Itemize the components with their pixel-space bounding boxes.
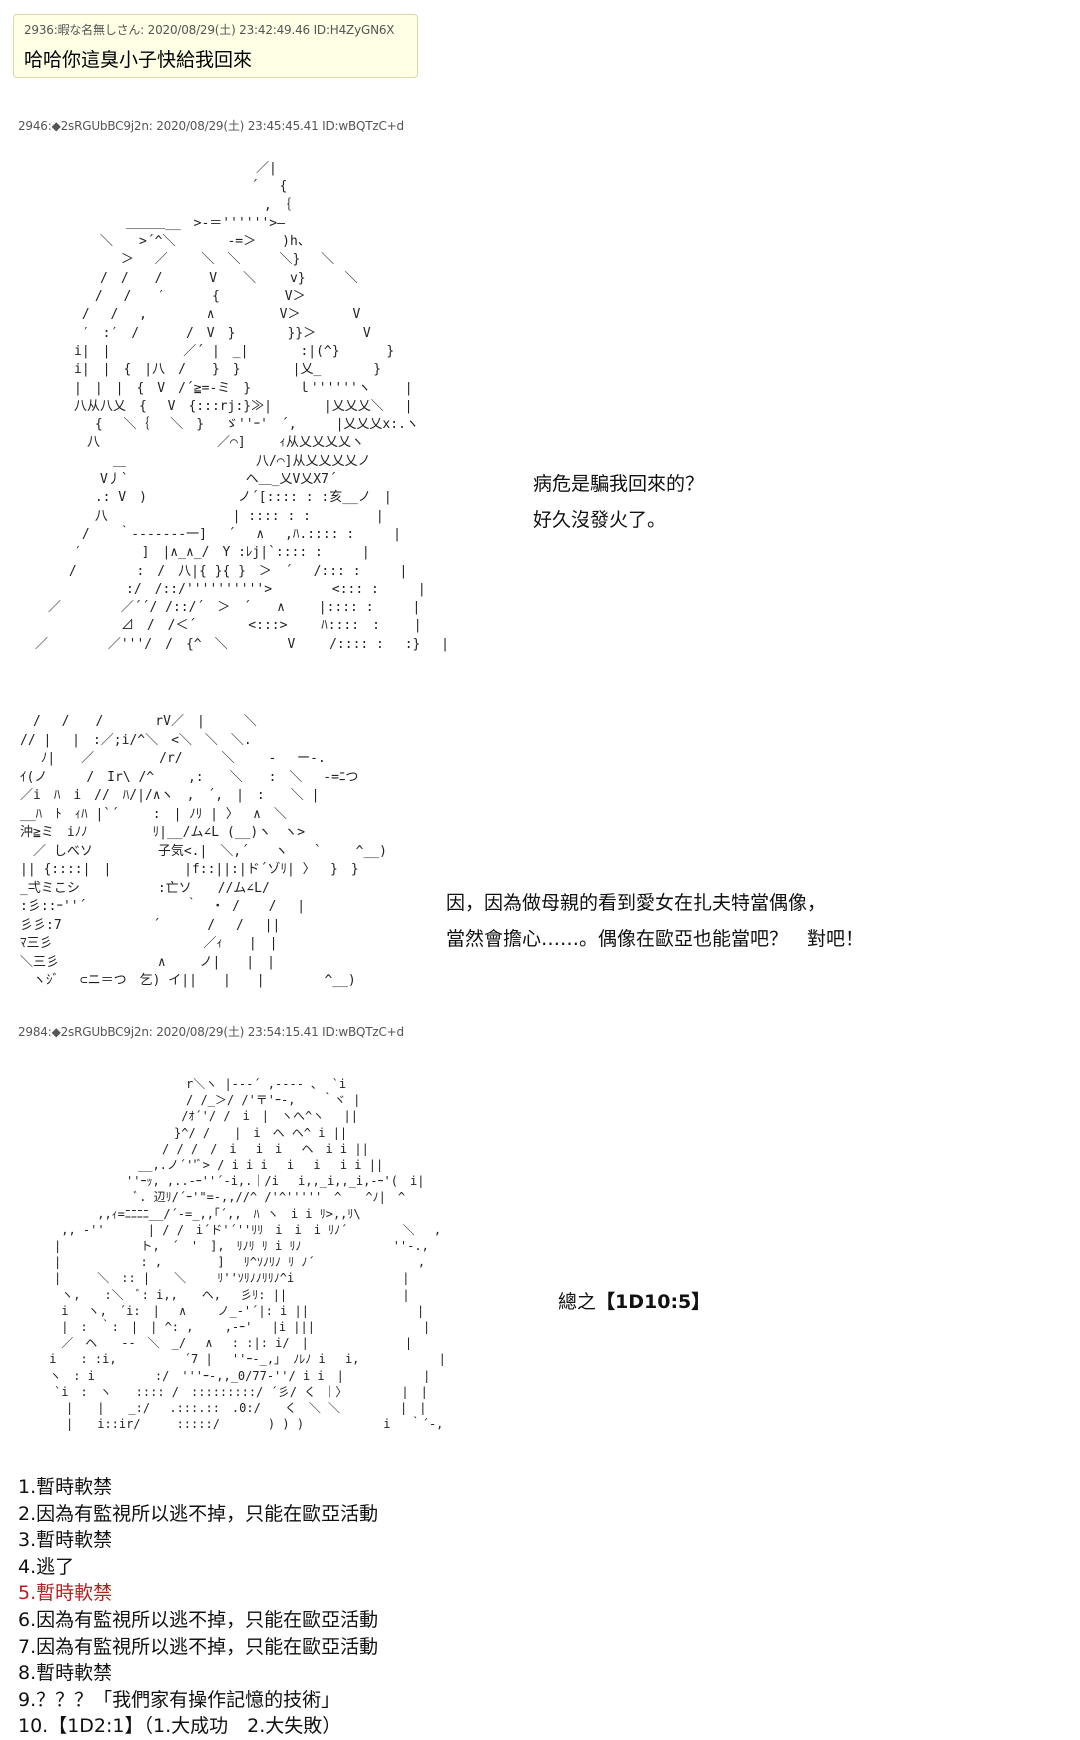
dialog-line: 病危是騙我回來的？ — [533, 473, 705, 495]
choice-item: 1.暫時軟禁 — [18, 1476, 113, 1498]
dialog-prefix: 總之 — [558, 1291, 597, 1313]
choice-item: 10.【1D2:1】（1.大成功 2.大失敗） — [18, 1715, 342, 1738]
choice-item: 3.暫時軟禁 — [18, 1529, 113, 1552]
dice-roll: 【1D10:5】 — [596, 1291, 711, 1313]
choice-item: 8.暫時軟禁 — [18, 1662, 113, 1685]
ascii-art-bottom: { ＼｛ ＼ } ゞ''ｰ' ´, |乂乂乂x:.ヽ 八 ／⌒] ｨ从乂乂乂乂ヽ… — [35, 417, 450, 652]
dialog-line: 因，因為做母親的看到愛女在扎夫特當偶像， — [446, 892, 827, 914]
ascii-art-character-3: r＼ヽ |--‐´ ,---- ､ `i / /_＞/ /'〒'ｰ-, ｀ヾ |… — [49, 1077, 446, 1432]
dialog-1: 病危是騙我回來的？ 好久沒發火了。 — [533, 466, 704, 538]
choice-item: 2.因為有監視所以逃不掉，只能在歐亞活動 — [18, 1502, 379, 1525]
dialog-3: 總之【1D10:5】 — [558, 1284, 710, 1320]
choice-item: 6.因為有監視所以逃不掉，只能在歐亞活動 — [18, 1608, 379, 1631]
post-meta-2946: 2946:◆2sRGUbBC9j2n: 2020/08/29(土) 23:45:… — [18, 119, 404, 133]
dialog-line: 好久沒發火了。 — [533, 509, 667, 531]
choice-item-selected: 5.暫時軟禁 — [18, 1582, 113, 1605]
reply-quote-box: 2936:暇な名無しさん: 2020/08/29(土) 23:42:49.46 … — [13, 14, 418, 78]
dialog-line: 當然會擔心……。偶像在歐亞也能當吧？ 對吧！ — [446, 928, 865, 950]
reply-text: 哈哈你這臭小子快給我回來 — [24, 49, 253, 71]
post-meta-2984: 2984:◆2sRGUbBC9j2n: 2020/08/29(土) 23:54:… — [18, 1025, 404, 1039]
choice-item: 9.？？？「我們家有操作記憶的技術」 — [18, 1688, 341, 1711]
dialog-2: 因，因為做母親的看到愛女在扎夫特當偶像， 當然會擔心……。偶像在歐亞也能當吧？ … — [446, 885, 864, 957]
reply-meta: 2936:暇な名無しさん: 2020/08/29(土) 23:42:49.46 … — [24, 23, 395, 37]
ascii-art-top: ／| ´ { , ｛ ＿＿＿__ >-＝''''''>― ＼ >´^＼ -=＞ … — [74, 161, 413, 414]
ascii-art-character-1: ／| ´ { , ｛ ＿＿＿__ >-＝''''''>― ＼ >´^＼ -=＞ … — [22, 160, 449, 654]
choice-item: 4.逃了 — [18, 1555, 75, 1578]
choice-list: 1.暫時軟禁 2.因為有監視所以逃不掉，只能在歐亞活動 3.暫時軟禁 4.逃了 … — [18, 1474, 378, 1740]
choice-item: 7.因為有監視所以逃不掉，只能在歐亞活動 — [18, 1635, 379, 1658]
ascii-art-character-2: / / / rV／ | ＼ // | | :／;i/^＼ <＼ ＼ ＼. ﾉ| … — [20, 714, 387, 988]
